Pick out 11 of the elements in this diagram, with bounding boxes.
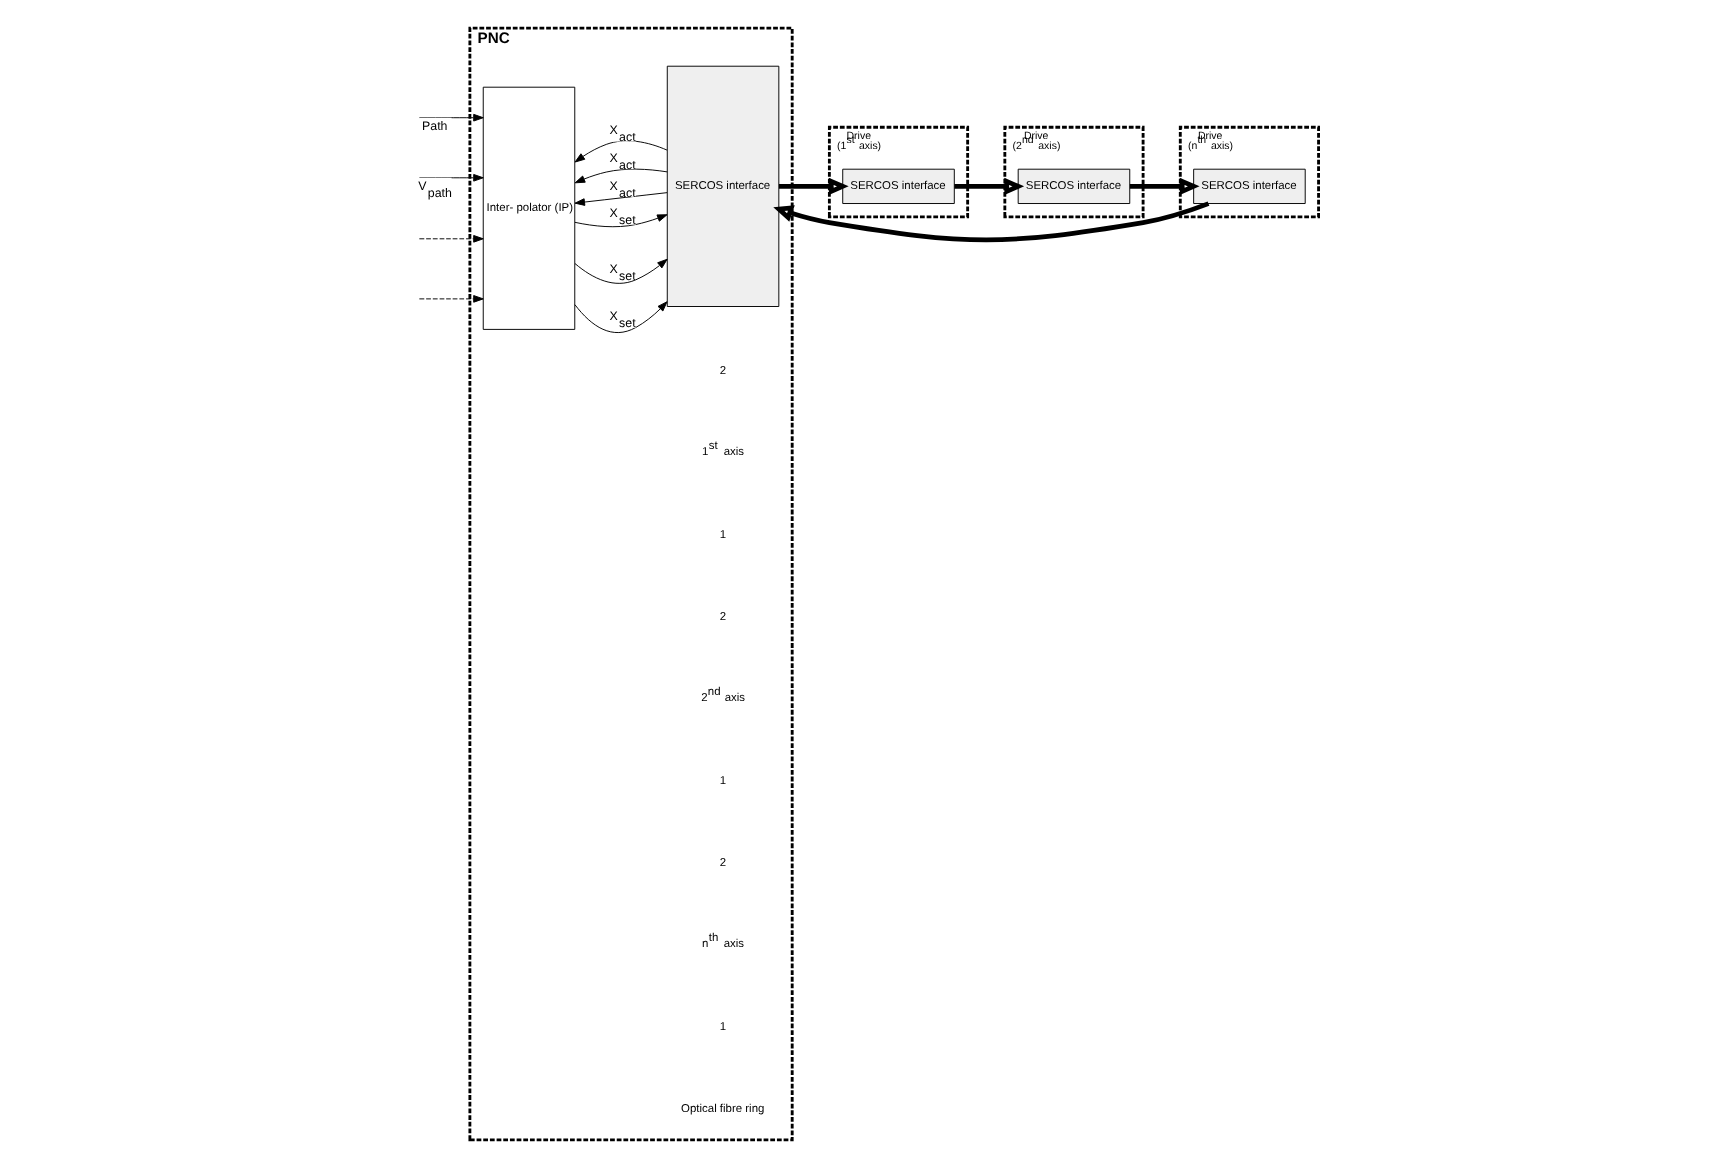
arrow — [772, 201, 1209, 243]
arrow — [777, 177, 848, 195]
arrow — [573, 140, 667, 163]
arrow — [573, 214, 667, 228]
arrow — [417, 235, 483, 243]
arrow — [573, 168, 667, 184]
arrow — [573, 192, 667, 206]
arrow — [573, 301, 667, 334]
arrow — [953, 177, 1024, 195]
arrow — [1128, 177, 1199, 195]
arrow — [417, 295, 483, 303]
